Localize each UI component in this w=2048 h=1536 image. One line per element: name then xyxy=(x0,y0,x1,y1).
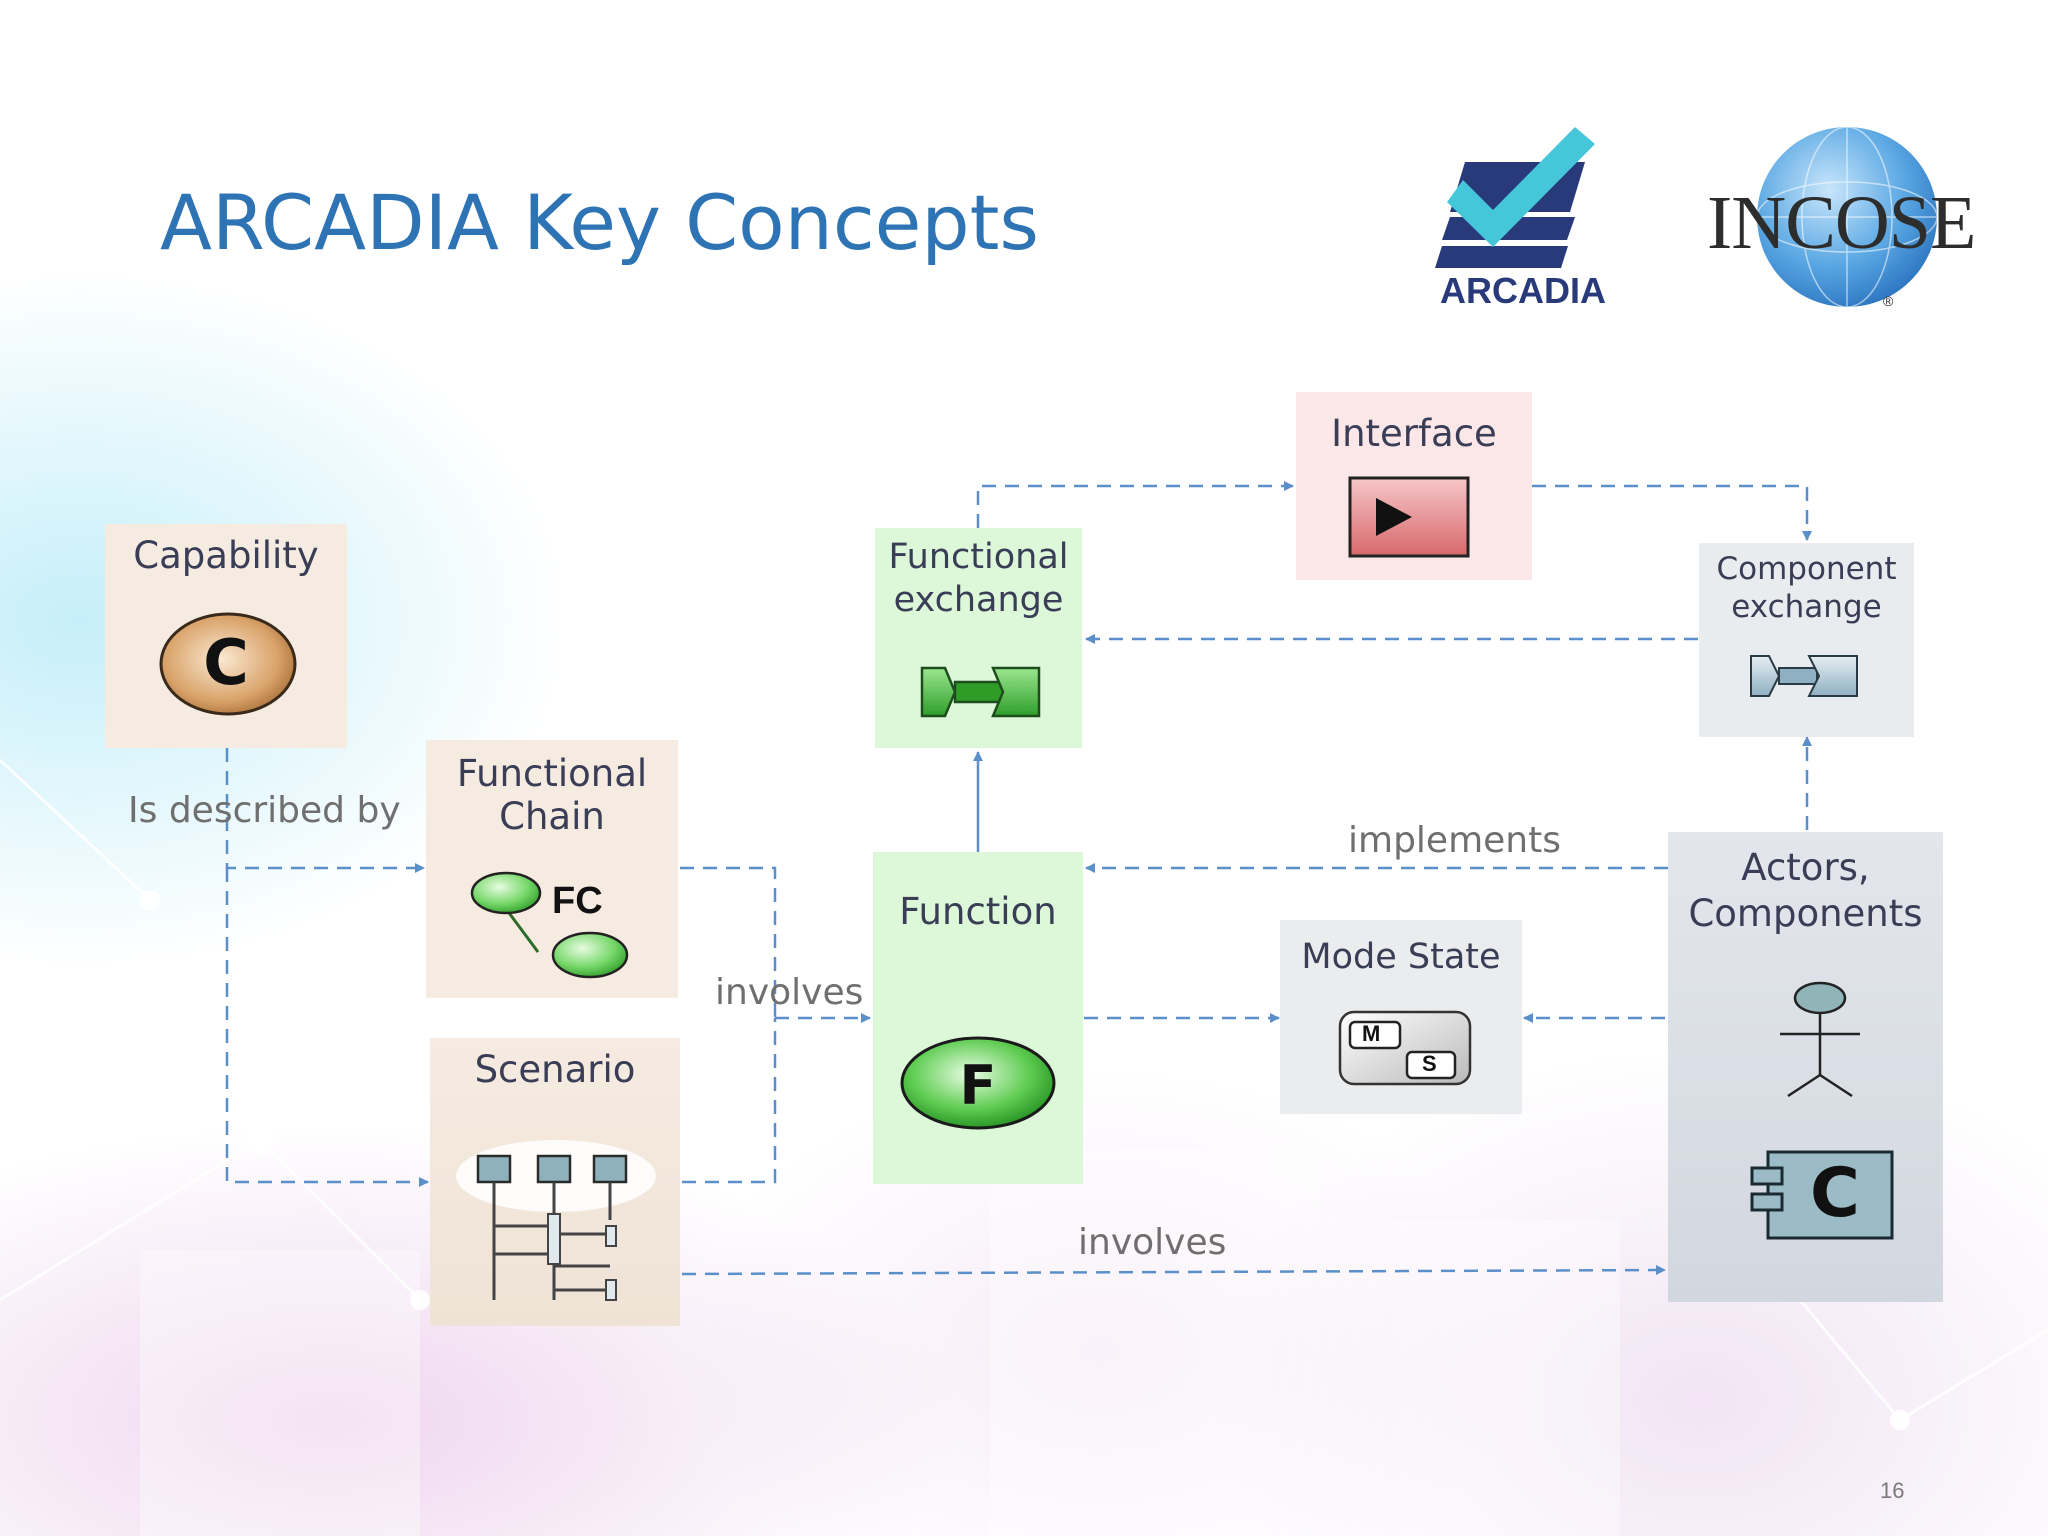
edge-scenario-involves xyxy=(682,1018,777,1184)
node-component-exchange: Component exchange xyxy=(1699,543,1914,737)
node-scenario: Scenario xyxy=(430,1038,680,1326)
incose-logo-text: INCOSE xyxy=(1707,181,1976,265)
edge-label-is-described-by: Is described by xyxy=(128,790,401,831)
arcadia-logo-icon xyxy=(1435,127,1595,268)
node-scenario-label: Scenario xyxy=(474,1048,636,1091)
functional-exchange-icon xyxy=(920,666,1041,718)
node-function: Function F xyxy=(873,852,1083,1184)
node-interface: Interface xyxy=(1296,392,1532,580)
node-functional-chain: Functional Chain FC xyxy=(426,740,678,998)
edge-label-involves-bottom: involves xyxy=(1078,1222,1227,1263)
functional-chain-icon-text: FC xyxy=(552,880,603,922)
mode-state-icon-s: S xyxy=(1422,1051,1437,1076)
edge-capability-to-scenario xyxy=(225,868,429,1187)
arcadia-logo: ARCADIA xyxy=(1435,122,1615,312)
page-number: 16 xyxy=(1880,1478,1905,1503)
incose-globe-icon xyxy=(1756,126,1938,308)
node-functional-exchange-label-line2: exchange xyxy=(893,580,1064,620)
edge-functional-chain-involves xyxy=(680,866,777,1018)
actor-icon xyxy=(1750,981,1894,1240)
node-actors-components: Actors, Components C xyxy=(1668,832,1943,1302)
node-interface-label: Interface xyxy=(1331,412,1497,455)
functional-chain-icon xyxy=(470,871,629,979)
edge-functional-exchange-to-interface xyxy=(976,481,1294,528)
incose-logo: INCOSE ® xyxy=(1700,125,1990,315)
node-mode-state: Mode State M S xyxy=(1280,920,1522,1114)
incose-registered-mark: ® xyxy=(1883,293,1894,309)
node-functional-chain-label-line1: Functional xyxy=(456,752,648,795)
node-functional-chain-label-line2: Chain xyxy=(499,795,605,838)
slide-title: ARCADIA Key Concepts xyxy=(160,178,1040,267)
node-component-exchange-label-line1: Component xyxy=(1716,551,1897,587)
node-mode-state-label: Mode State xyxy=(1301,937,1501,977)
node-actors-components-label-line1: Actors, xyxy=(1741,846,1870,889)
node-component-exchange-label-line2: exchange xyxy=(1731,589,1882,625)
capability-icon-letter: C xyxy=(203,626,249,699)
arcadia-logo-text: ARCADIA xyxy=(1440,270,1606,311)
node-actors-components-label-line2: Components xyxy=(1688,892,1923,935)
component-exchange-icon xyxy=(1750,655,1858,697)
node-functional-exchange-label-line1: Functional xyxy=(888,537,1069,577)
node-function-label: Function xyxy=(899,890,1057,933)
node-functional-exchange: Functional exchange xyxy=(875,528,1082,748)
interface-icon xyxy=(1348,476,1470,558)
node-capability: Capability C xyxy=(105,524,347,748)
edge-scenario-involves-actors xyxy=(681,1265,1666,1276)
scenario-sequence-icon xyxy=(456,1140,656,1301)
component-icon-letter: C xyxy=(1810,1154,1860,1233)
function-icon-letter: F xyxy=(959,1054,997,1117)
component-icon xyxy=(1750,1150,1894,1240)
mode-state-icon xyxy=(1338,1010,1472,1086)
edge-label-implements: implements xyxy=(1348,820,1561,861)
function-icon xyxy=(900,1036,1056,1130)
edge-interface-to-component-exchange xyxy=(1532,484,1812,541)
capability-icon xyxy=(159,612,297,716)
mode-state-icon-m: M xyxy=(1362,1021,1381,1046)
edge-label-involves-top: involves xyxy=(715,972,864,1013)
node-capability-label: Capability xyxy=(133,534,319,577)
